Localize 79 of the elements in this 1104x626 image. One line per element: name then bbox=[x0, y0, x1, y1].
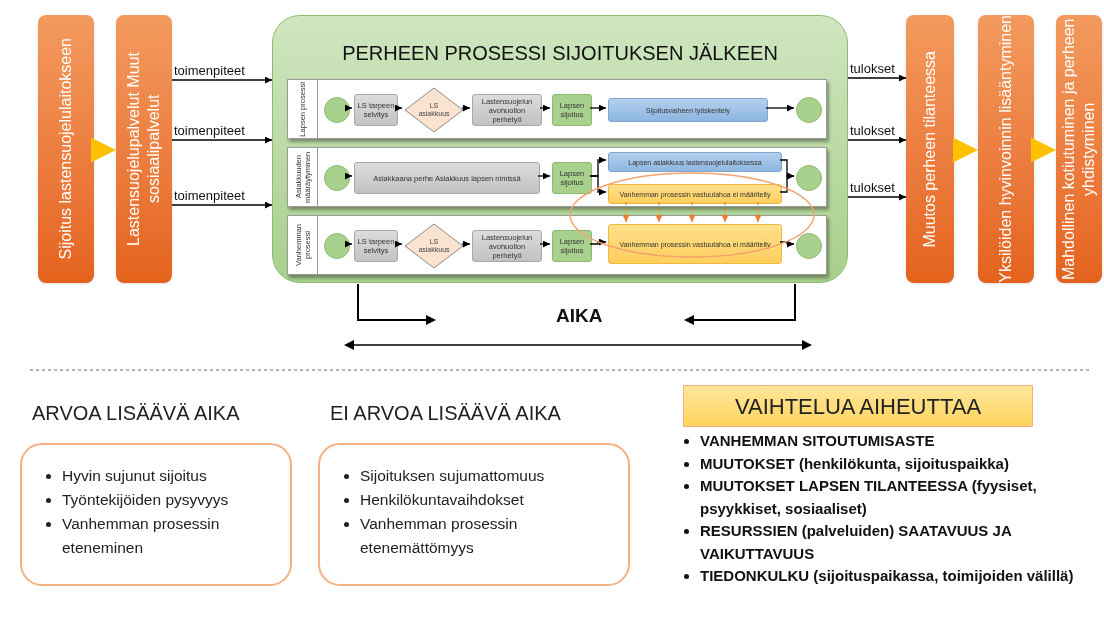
outcome-box bbox=[38, 15, 94, 283]
process-step bbox=[552, 230, 592, 262]
arrow bbox=[537, 172, 551, 180]
arrow bbox=[847, 74, 907, 82]
arrow bbox=[779, 240, 795, 248]
arrow bbox=[171, 201, 273, 209]
edge-label: tulokset bbox=[849, 61, 896, 76]
process-step bbox=[552, 94, 592, 126]
bullet-text: Henkilökuntavaihdokset bbox=[360, 491, 524, 508]
dashed-arrow bbox=[688, 201, 696, 223]
bullet-text: MUUTOKSET LAPSEN TILANTEESSA (fyysiset, psyykkiset, sosiaaliset) bbox=[700, 477, 1037, 517]
block-arrow bbox=[90, 137, 117, 163]
process-container bbox=[272, 15, 848, 283]
box-label: Muutos perheen tilanteessa bbox=[920, 50, 939, 248]
arrow bbox=[461, 104, 471, 112]
process-step bbox=[608, 184, 782, 204]
outcome-box bbox=[978, 15, 1034, 283]
arrow bbox=[539, 240, 551, 248]
swimlane bbox=[287, 215, 827, 275]
process-step bbox=[354, 162, 540, 194]
process-step bbox=[472, 230, 542, 262]
swimlane bbox=[287, 147, 827, 207]
process-step bbox=[354, 230, 398, 262]
block-arrow bbox=[952, 137, 979, 163]
arrow bbox=[765, 104, 795, 112]
bullet-text: Työntekijöiden pysyvyys bbox=[62, 491, 229, 508]
arrow bbox=[345, 104, 353, 112]
arrow bbox=[589, 238, 607, 246]
arrow bbox=[589, 175, 607, 196]
outcome-box bbox=[116, 15, 172, 283]
arrow bbox=[847, 136, 907, 144]
bullet-text: Vanhemman prosessin etenemättömyys bbox=[360, 515, 518, 556]
box-label: Mahdollinen kotiutuminen ja perheen yhdistyminen bbox=[1059, 17, 1098, 282]
block-arrow bbox=[1030, 137, 1057, 163]
edge-label: tulokset bbox=[849, 180, 896, 195]
edge-label: tulokset bbox=[849, 123, 896, 138]
arrow bbox=[171, 76, 273, 84]
dashed-arrow bbox=[622, 201, 630, 223]
arrow bbox=[589, 104, 607, 112]
arrow bbox=[345, 240, 353, 248]
arrow bbox=[461, 240, 471, 248]
process-step bbox=[608, 152, 782, 172]
arrow bbox=[345, 172, 353, 180]
box-label: Sijoitus lastensuojelulaitokseen bbox=[56, 38, 75, 260]
process-step bbox=[354, 94, 398, 126]
axis-label: AIKA bbox=[556, 304, 603, 328]
box-label: Lastensuojelupalvelut Muut sosiaalipalvelut bbox=[124, 51, 163, 248]
bullet-text: Hyvin sujunut sijoitus bbox=[62, 467, 207, 484]
bullet-text: Sijoituksen sujumattomuus bbox=[360, 467, 545, 484]
edge-label: toimenpiteet bbox=[173, 63, 246, 78]
process-step bbox=[608, 224, 782, 264]
arrow bbox=[847, 193, 907, 201]
bullet-text: Vanhemman prosessin eteneminen bbox=[62, 515, 220, 556]
bullet-text: RESURSSIEN (palveluiden) SAATAVUUS JA VAIKUTTAVUUS bbox=[700, 522, 1012, 562]
edge-label: toimenpiteet bbox=[173, 188, 246, 203]
container-title: PERHEEN PROSESSI SIJOITUKSEN JÄLKEEN bbox=[341, 41, 779, 66]
panel-heading: EI ARVOA LISÄÄVÄ AIKA bbox=[330, 401, 561, 426]
process-step bbox=[552, 162, 592, 194]
header-box: VAIHTELUA AIHEUTTAA bbox=[683, 385, 1033, 427]
arrow bbox=[395, 240, 403, 248]
bullet-text: VANHEMMAN SITOUTUMISASTE bbox=[700, 432, 935, 449]
decision-diamond bbox=[404, 223, 464, 269]
process-step bbox=[472, 94, 542, 126]
panel-heading: ARVOA LISÄÄVÄ AIKA bbox=[32, 401, 240, 426]
edge-label: toimenpiteet bbox=[173, 123, 246, 138]
arrow bbox=[395, 104, 403, 112]
outcome-box bbox=[906, 15, 954, 283]
bullet-text: MUUTOKSET (henkilökunta, sijoituspaikka) bbox=[700, 454, 1009, 472]
dashed-arrow bbox=[655, 201, 663, 223]
swimlane bbox=[287, 79, 827, 139]
arrow bbox=[171, 136, 273, 144]
box-label: Yksilöiden hyvinvoinnin lisääntyminen bbox=[996, 15, 1015, 283]
process-step bbox=[608, 98, 768, 122]
arrow bbox=[779, 172, 795, 193]
bullet-text: TIEDONKULKU (sijoituspaikassa, toimijoiden välillä) bbox=[700, 567, 1074, 584]
arrow bbox=[539, 104, 551, 112]
decision-diamond bbox=[404, 87, 464, 133]
dashed-arrow bbox=[721, 201, 729, 223]
dashed-arrow bbox=[754, 201, 762, 223]
